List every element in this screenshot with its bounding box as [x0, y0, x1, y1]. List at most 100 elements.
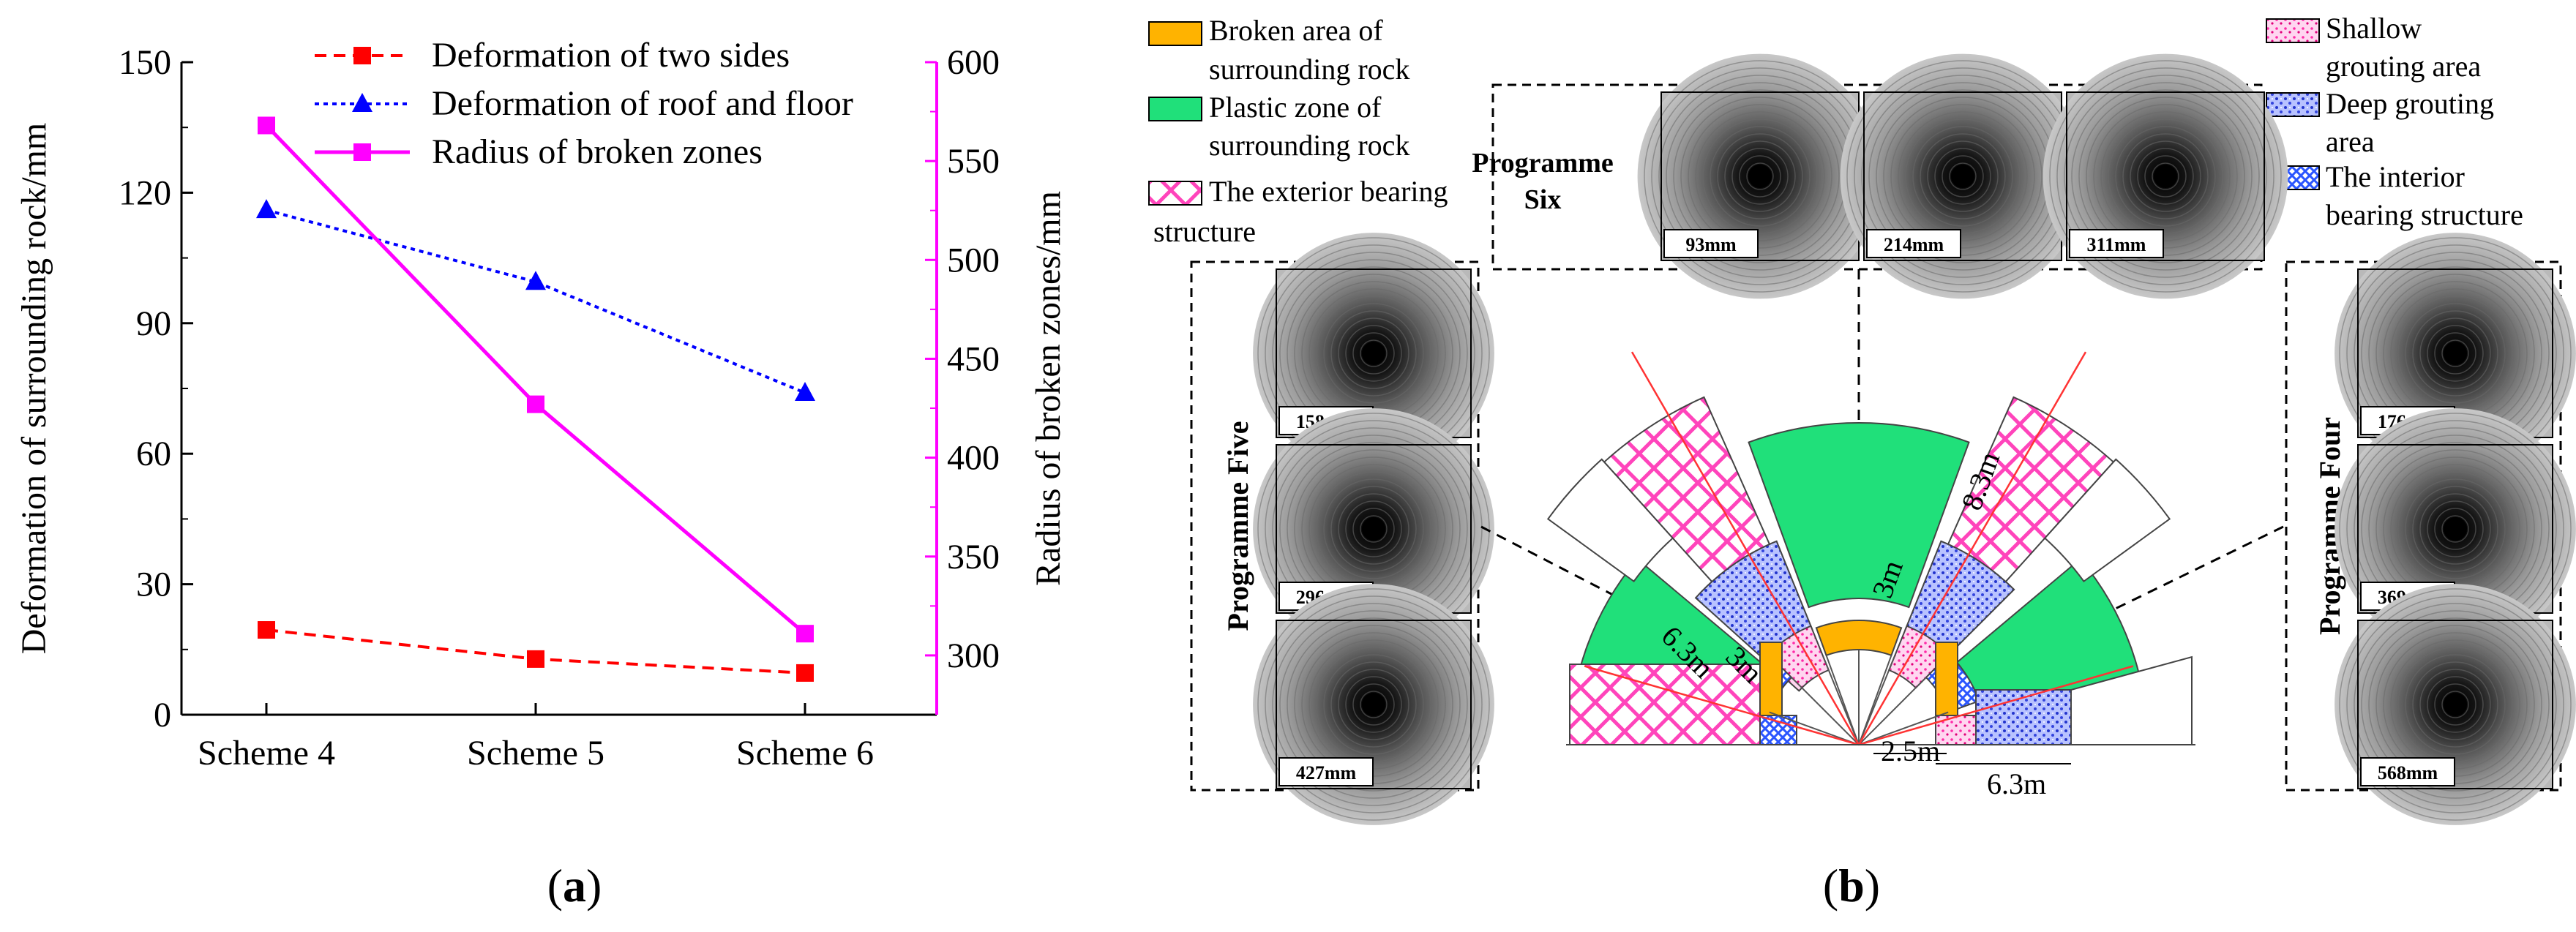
borehole-ring — [2049, 60, 2282, 293]
y-tick-label-right: 550 — [947, 142, 1000, 181]
data-point — [258, 621, 275, 639]
y-tick-label-right: 350 — [947, 538, 1000, 576]
borehole-ring — [1330, 310, 1417, 397]
borehole-ring — [2434, 508, 2476, 550]
borehole-ring — [1338, 669, 1409, 740]
borehole-ring — [2078, 89, 2253, 263]
exterior-bearing-floor-left — [1569, 664, 1761, 745]
y-tick-label-left: 120 — [119, 173, 171, 212]
legend-label: structure — [1153, 215, 1256, 248]
borehole-ring — [2093, 104, 2238, 249]
legend-swatch-broken-area — [1148, 21, 1202, 46]
radial-line — [1858, 677, 1927, 745]
borehole-depth-label: 214mm — [1884, 234, 1944, 255]
borehole-center — [2444, 693, 2467, 716]
legend-label: Plastic zone of — [1209, 91, 1382, 124]
borehole-ring — [1257, 588, 1490, 821]
borehole-ring — [1345, 325, 1402, 382]
borehole-ring — [1702, 119, 1818, 234]
roadway-section — [1546, 351, 2195, 764]
borehole-ring — [2354, 603, 2557, 806]
panel-a-caption: (a) — [547, 860, 602, 912]
legend-label: Shallow — [2326, 12, 2422, 45]
borehole-ring — [1746, 162, 1774, 190]
borehole-ring — [1912, 126, 2013, 227]
borehole-ring — [1360, 691, 1388, 718]
x-tick-label: Scheme 5 — [467, 734, 604, 773]
x-tick-label: Scheme 4 — [198, 734, 335, 773]
borehole-ring — [1739, 155, 1781, 198]
legend-label: Deformation of roof and floor — [432, 84, 853, 123]
borehole-ring — [2086, 97, 2245, 256]
borehole-ring — [2427, 325, 2484, 382]
borehole-ring — [1352, 508, 1395, 550]
x-tick-label: Scheme 6 — [736, 734, 874, 773]
programme-five-title: Programme Five — [1221, 421, 1254, 631]
plastic-zone — [1748, 421, 1970, 609]
borehole-ring — [2130, 140, 2201, 212]
dim-bottom-outer: 6.3m — [1987, 767, 2046, 800]
borehole-ring — [1330, 486, 1417, 572]
borehole-ring — [2152, 162, 2179, 190]
borehole-ring — [1890, 104, 2035, 249]
legend-marker — [353, 143, 371, 161]
legend-marker — [353, 47, 371, 64]
borehole-center — [1362, 342, 1385, 365]
borehole-depth-label: 568mm — [2378, 762, 2438, 783]
series-line — [266, 208, 806, 394]
borehole-ring — [1279, 610, 1468, 799]
bearing-structure-diagram: Broken area of surrounding rock Plastic … — [1148, 12, 2576, 912]
borehole-ring — [2441, 339, 2469, 367]
y-tick-label-left: 90 — [136, 304, 171, 343]
borehole-ring — [1323, 303, 1424, 404]
panel-b-caption: (b) — [1823, 860, 1880, 912]
y-tick-label-left: 0 — [154, 696, 171, 734]
borehole-ring — [1265, 595, 1483, 813]
exterior-bearing-structure — [1947, 396, 2115, 583]
borehole-center — [2444, 342, 2467, 365]
outer-wedge — [1546, 458, 1674, 583]
borehole-ring — [2419, 493, 2491, 565]
borehole-ring — [1360, 515, 1388, 543]
boundary-line — [1858, 665, 2134, 746]
borehole-ring — [2412, 486, 2498, 572]
borehole-ring — [2427, 676, 2484, 733]
borehole-label-box — [2069, 229, 2164, 258]
borehole-ring — [1338, 493, 1409, 565]
borehole-ring — [2056, 67, 2274, 285]
legend-left: Broken area of surrounding rock Plastic … — [1148, 14, 1448, 248]
legend-swatch-shallow-grouting — [2266, 18, 2320, 43]
y-tick-label-right: 500 — [947, 241, 1000, 279]
borehole-ring — [2144, 155, 2187, 198]
borehole-ring — [2412, 661, 2498, 748]
y-axis-label-left: Deformation of surrounding rock/mm — [15, 123, 53, 655]
borehole-image: 427mm — [1253, 584, 1494, 825]
borehole-ring — [2405, 303, 2506, 404]
borehole-ring — [2115, 126, 2216, 227]
borehole-center — [2154, 165, 2177, 188]
borehole-ring — [1710, 126, 1811, 227]
borehole-ring — [1323, 654, 1424, 755]
borehole-image: 214mm — [1840, 53, 2086, 299]
programme-six-title: Six — [1524, 184, 1562, 215]
programme-five-panel: Programme Five 158mm296mm427mm — [1190, 233, 1494, 825]
legend-label: The interior — [2326, 160, 2465, 193]
borehole-ring — [1883, 97, 2043, 256]
shallow-grouting-floor-right — [1935, 715, 1977, 745]
borehole-ring — [1688, 104, 1832, 249]
legend-label: bearing structure — [2326, 198, 2523, 231]
y-tick-label-left: 150 — [119, 43, 171, 82]
borehole-ring — [1345, 500, 1402, 557]
radial-line — [1791, 677, 1860, 745]
borehole-ring — [1272, 603, 1475, 806]
borehole-ring — [2441, 515, 2469, 543]
borehole-center — [1951, 165, 1974, 188]
borehole-ring — [1731, 148, 1789, 205]
legend-label: Radius of broken zones — [432, 132, 763, 171]
borehole-depth-label: 427mm — [1296, 762, 1357, 783]
borehole-ring — [1352, 683, 1395, 726]
borehole-ring — [2368, 617, 2542, 792]
borehole-ring — [2405, 478, 2506, 579]
borehole-ring — [2064, 75, 2267, 278]
deep-grouting-floor-right — [1975, 689, 2072, 745]
